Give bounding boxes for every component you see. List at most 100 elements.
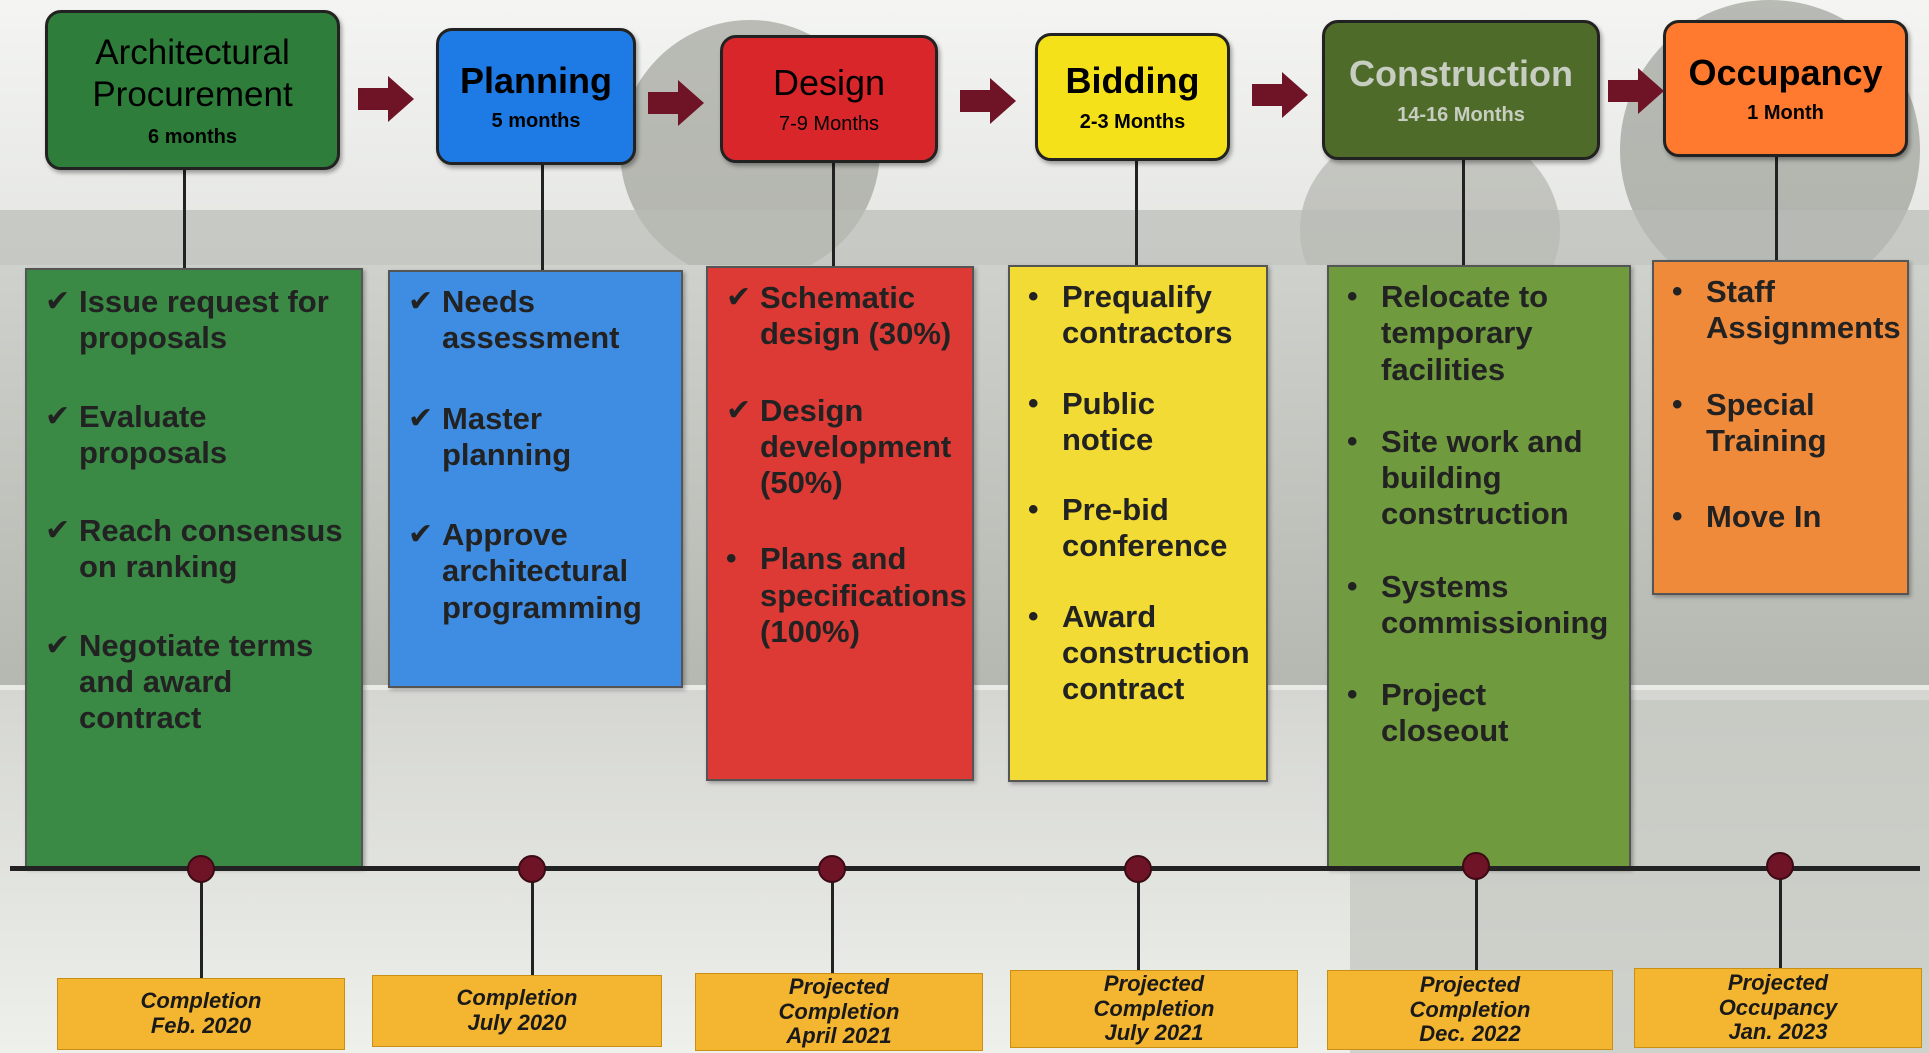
milestone-line: July 2020	[467, 1010, 567, 1035]
bullet-icon: •	[1028, 280, 1039, 313]
task-item: •Project closeout	[1347, 677, 1509, 749]
connector	[541, 165, 544, 270]
milestone-stem	[831, 870, 834, 976]
milestone-line: Completion	[140, 988, 262, 1014]
milestone-line: Occupancy	[1718, 994, 1838, 1020]
task-box-construction: •Relocate to temporary facilities •Site …	[1327, 265, 1631, 869]
milestone-projected-july-2021: Projected Completion July 2021	[1010, 970, 1298, 1048]
connector	[1462, 160, 1465, 265]
milestone-stem	[1475, 870, 1478, 974]
check-icon: ✔	[408, 285, 434, 318]
check-icon: ✔	[726, 393, 752, 427]
milestone-line: Projected	[788, 974, 890, 1000]
phase-duration: 2-3 Months	[1079, 110, 1186, 133]
milestone-dot	[518, 855, 546, 883]
milestone-completion-feb-2020: Completion Feb. 2020	[57, 978, 345, 1050]
milestone-line: Dec. 2022	[1419, 1021, 1521, 1047]
milestone-stem	[531, 870, 534, 978]
milestone-line: Feb. 2020	[150, 1013, 252, 1038]
task-list: •Prequalify contractors •Public notice •…	[1024, 279, 1252, 707]
connector	[1135, 160, 1138, 265]
check-icon: ✔	[726, 281, 752, 314]
phase-title: Bidding	[1065, 60, 1200, 102]
right-arrow-icon	[1608, 68, 1664, 114]
milestone-line: Completion	[1093, 995, 1215, 1021]
check-icon: ✔	[408, 518, 434, 552]
milestone-line: Completion	[456, 985, 578, 1011]
task-list: •Relocate to temporary facilities •Site …	[1343, 279, 1615, 750]
milestone-line: Projected	[1419, 972, 1521, 998]
phase-duration: 5 months	[491, 110, 581, 133]
task-item: ✔Needs assessment	[408, 284, 620, 356]
milestone-line: Projected	[1103, 971, 1205, 997]
phase-title: Planning	[460, 59, 612, 101]
task-item: ✔Approve architectural programming	[408, 517, 642, 625]
bullet-icon: •	[726, 542, 737, 576]
milestone-completion-july-2020: Completion July 2020	[372, 975, 662, 1047]
right-arrow-icon	[648, 80, 704, 126]
milestone-dot	[1766, 852, 1794, 880]
timeline-bar	[10, 866, 1920, 871]
bullet-icon: •	[1672, 387, 1683, 421]
task-item: ✔Schematic design (30%)	[726, 280, 952, 352]
right-arrow-icon	[1252, 72, 1308, 118]
task-box-design: ✔Schematic design (30%) ✔Design developm…	[706, 266, 974, 781]
phase-occupancy: Occupancy 1 Month	[1663, 20, 1908, 157]
task-list: ✔Issue request for proposals ✔Evaluate p…	[41, 284, 347, 736]
phase-duration: 6 months	[148, 126, 237, 148]
bullet-icon: •	[1028, 386, 1039, 420]
connector	[1775, 155, 1778, 260]
milestone-projected-dec-2022: Projected Completion Dec. 2022	[1327, 970, 1613, 1050]
check-icon: ✔	[408, 401, 434, 435]
task-item: •Relocate to temporary facilities	[1347, 279, 1549, 387]
bullet-icon: •	[1028, 493, 1039, 527]
task-item: •Systems commissioning	[1347, 568, 1609, 640]
milestone-projected-jan-2023: Projected Occupancy Jan. 2023	[1634, 968, 1922, 1048]
milestone-line: July 2021	[1104, 1020, 1204, 1046]
milestone-stem	[1137, 870, 1140, 974]
check-icon: ✔	[45, 514, 71, 548]
task-box-bidding: •Prequalify contractors •Public notice •…	[1008, 265, 1268, 782]
task-item: •Staff Assignments	[1672, 274, 1901, 346]
phase-duration: 14-16 Months	[1397, 103, 1525, 126]
task-item: ✔Reach consensus on ranking	[45, 513, 343, 585]
connector	[183, 170, 186, 270]
milestone-dot	[1462, 852, 1490, 880]
phase-title: Occupancy	[1688, 51, 1883, 93]
milestone-stem	[1779, 870, 1782, 974]
milestone-line: Projected	[1727, 970, 1829, 996]
milestone-line: Completion	[1409, 996, 1531, 1022]
task-item: •Plans and specifications (100%)	[726, 541, 967, 649]
check-icon: ✔	[45, 399, 71, 433]
bullet-icon: •	[1672, 500, 1683, 534]
task-item: ✔Design development (50%)	[726, 392, 952, 501]
task-box-planning: ✔Needs assessment ✔Master planning ✔Appr…	[388, 270, 683, 688]
phase-planning: Planning 5 months	[436, 28, 636, 165]
milestone-line: April 2021	[786, 1023, 892, 1049]
phase-duration: 1 Month	[1747, 102, 1824, 125]
check-icon: ✔	[45, 285, 71, 318]
task-item: ✔Negotiate terms and award contract	[45, 627, 314, 736]
milestone-dot	[187, 855, 215, 883]
phase-bidding: Bidding 2-3 Months	[1035, 33, 1230, 161]
bullet-icon: •	[1347, 569, 1358, 603]
phase-title: Construction	[1349, 53, 1573, 95]
task-list: ✔Needs assessment ✔Master planning ✔Appr…	[404, 284, 667, 626]
task-list: •Staff Assignments •Special Training •Mo…	[1668, 274, 1901, 535]
task-item: •Pre-bid conference	[1028, 492, 1228, 564]
bullet-icon: •	[1347, 678, 1358, 712]
phase-construction: Construction 14-16 Months	[1322, 20, 1600, 160]
task-item: •Special Training	[1672, 386, 1827, 458]
task-item: •Move In	[1672, 499, 1822, 535]
milestone-projected-april-2021: Projected Completion April 2021	[695, 973, 983, 1051]
task-item: •Site work and building construction	[1347, 423, 1583, 532]
task-item: •Prequalify contractors	[1028, 279, 1233, 351]
bullet-icon: •	[1347, 424, 1358, 458]
milestone-line: Jan. 2023	[1728, 1019, 1828, 1045]
phase-design: Design 7-9 Months	[720, 35, 938, 163]
bullet-icon: •	[1028, 599, 1039, 633]
task-item: •Public notice	[1028, 385, 1156, 457]
phase-title: Architectural Procurement	[92, 33, 293, 114]
connector	[832, 160, 835, 268]
task-item: ✔Issue request for proposals	[45, 284, 329, 356]
